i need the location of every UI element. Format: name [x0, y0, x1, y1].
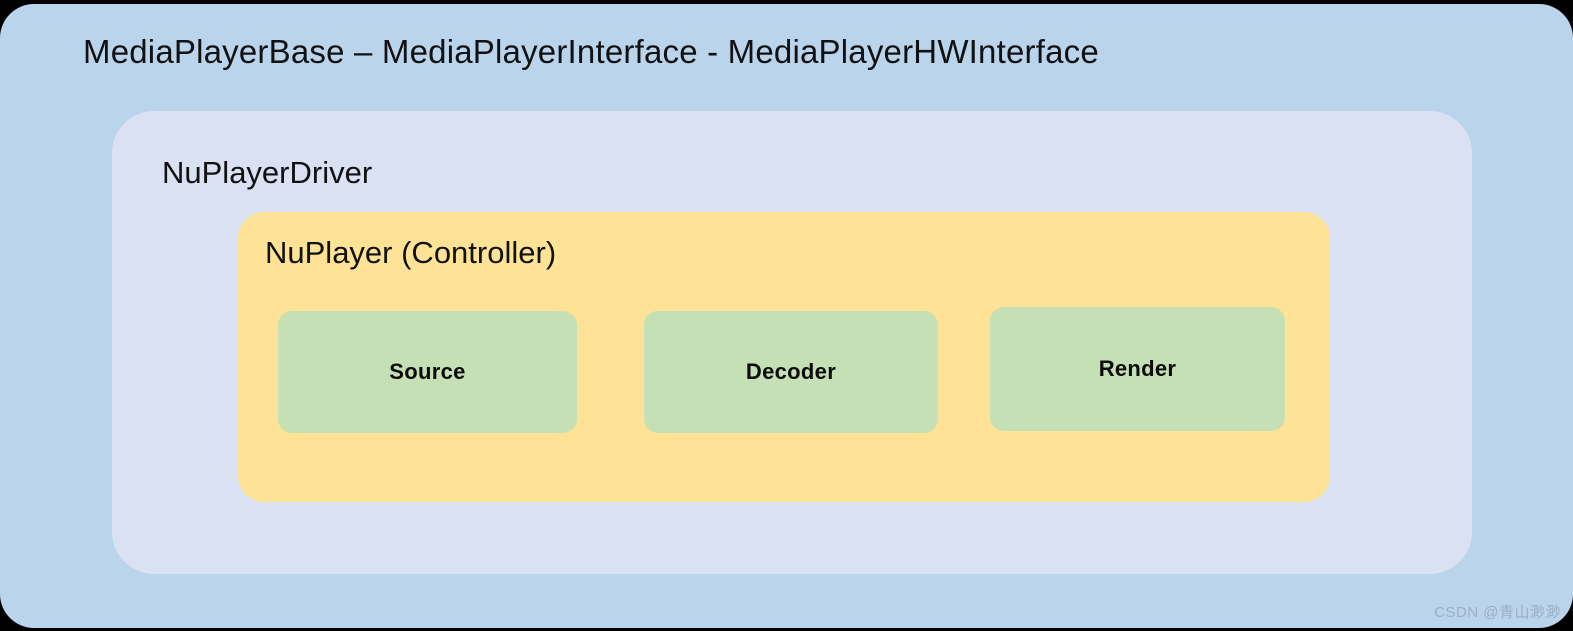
csdn-watermark: CSDN @青山渺渺 — [1434, 604, 1561, 621]
nuplayer-controller-title: NuPlayer (Controller) — [265, 235, 557, 270]
component-box-render: Render — [990, 307, 1285, 431]
component-label-decoder: Decoder — [745, 359, 837, 384]
component-label-render: Render — [1098, 356, 1177, 381]
mediaplayer-interface-container: MediaPlayerBase – MediaPlayerInterface -… — [0, 4, 1573, 628]
nuplayerdriver-title: NuPlayerDriver — [162, 155, 373, 190]
nuplayer-controller-container: NuPlayer (Controller) Source Decoder Ren… — [238, 212, 1330, 502]
component-label-source: Source — [389, 359, 466, 384]
mediaplayer-interface-title: MediaPlayerBase – MediaPlayerInterface -… — [83, 33, 1099, 70]
component-box-source: Source — [278, 311, 577, 433]
component-box-decoder: Decoder — [644, 311, 938, 433]
nuplayerdriver-container: NuPlayerDriver NuPlayer (Controller) Sou… — [112, 111, 1472, 574]
